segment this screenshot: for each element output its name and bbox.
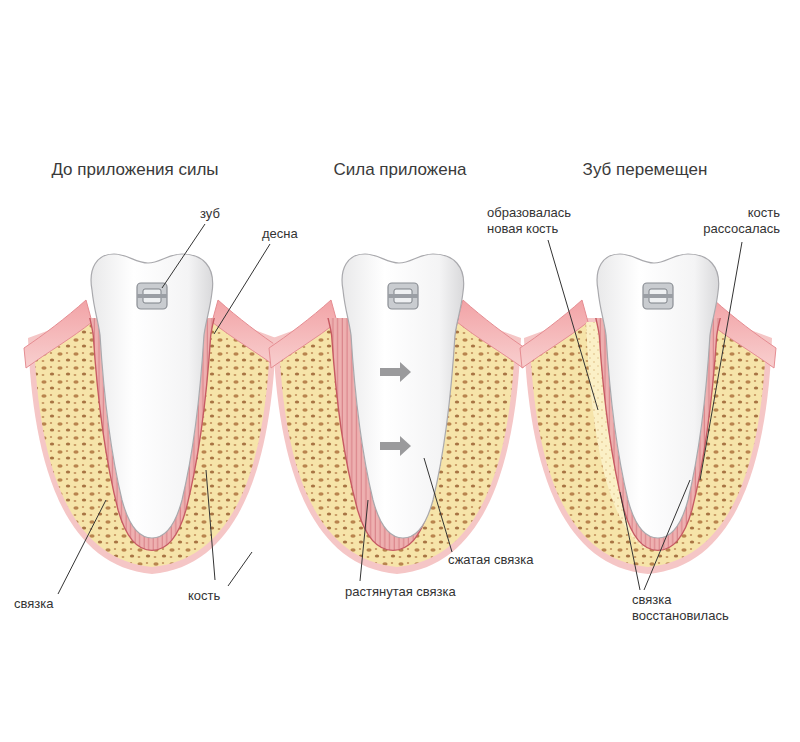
part-label: связка bbox=[14, 596, 84, 612]
part-label: кость рассосалась bbox=[688, 205, 780, 237]
part-label: сжатая связка bbox=[448, 552, 568, 568]
column-heading: До приложения силы bbox=[30, 160, 240, 180]
leader-lines bbox=[58, 224, 742, 594]
column-heading: Зуб перемещен bbox=[545, 160, 745, 180]
part-label: связка восстановилась bbox=[632, 592, 760, 624]
part-label: десна bbox=[262, 226, 322, 242]
part-label: растянутая связка bbox=[345, 584, 495, 600]
part-label: зуб bbox=[200, 206, 240, 222]
part-label: кость bbox=[188, 588, 248, 604]
column-heading: Сила приложена bbox=[300, 160, 500, 180]
part-label: образовалась новая кость bbox=[487, 205, 587, 237]
